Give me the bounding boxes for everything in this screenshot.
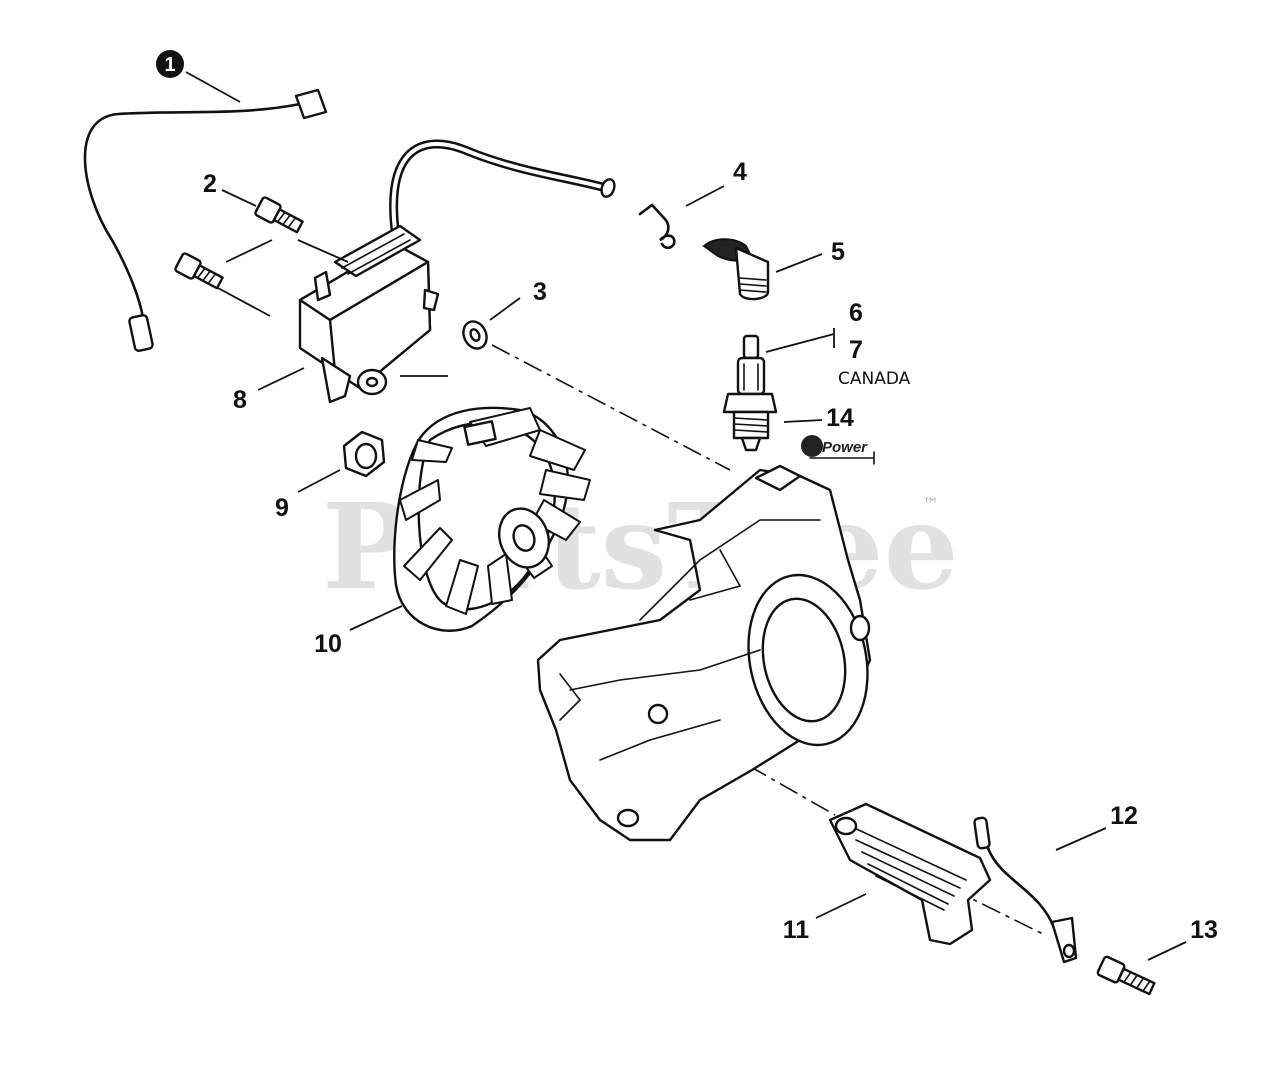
- part-4-spring[interactable]: [638, 203, 676, 250]
- callout-1-badge: 1: [156, 50, 184, 78]
- callout-1: 1: [164, 54, 175, 76]
- canada-note: CANADA: [838, 369, 911, 389]
- part-12-lead-wire[interactable]: [973, 816, 1078, 964]
- callout-3: 3: [533, 278, 547, 306]
- part-8-ignition-coil[interactable]: [298, 139, 617, 404]
- callout-5: 5: [831, 238, 845, 266]
- callout-13: 13: [1190, 916, 1218, 944]
- part-9-flywheel-nut[interactable]: [342, 430, 386, 478]
- watermark-tm: ™: [922, 495, 939, 515]
- part-11-ignition-module[interactable]: [828, 802, 992, 946]
- part-6-7-spark-plug[interactable]: [722, 334, 778, 452]
- part-10-flywheel[interactable]: [393, 406, 591, 632]
- part-2-screws[interactable]: [174, 196, 304, 291]
- callout-4: 4: [733, 158, 747, 186]
- callout-12: 12: [1110, 802, 1138, 830]
- part-1-stop-wire[interactable]: [83, 88, 328, 352]
- callout-10: 10: [314, 630, 342, 658]
- crankcase: [536, 464, 872, 842]
- repower-logo: Power: [801, 435, 875, 465]
- callout-6: 6: [849, 299, 863, 327]
- part-3-washer[interactable]: [356, 318, 491, 396]
- callout-7: 7: [849, 336, 863, 364]
- callout-2: 2: [203, 170, 217, 198]
- callout-9: 9: [275, 494, 289, 522]
- part-13-bolt[interactable]: [1096, 955, 1156, 998]
- repower-logo-text: Power: [822, 439, 868, 456]
- callouts: 1 2 3 4 5 6 7 CANADA 8 9 10 11 12 13 14: [156, 50, 1218, 944]
- leader-lines: [185, 71, 1187, 961]
- callout-14: 14: [826, 404, 854, 432]
- callout-8: 8: [233, 386, 247, 414]
- part-5-plug-cap[interactable]: [702, 238, 770, 301]
- callout-11: 11: [783, 916, 810, 944]
